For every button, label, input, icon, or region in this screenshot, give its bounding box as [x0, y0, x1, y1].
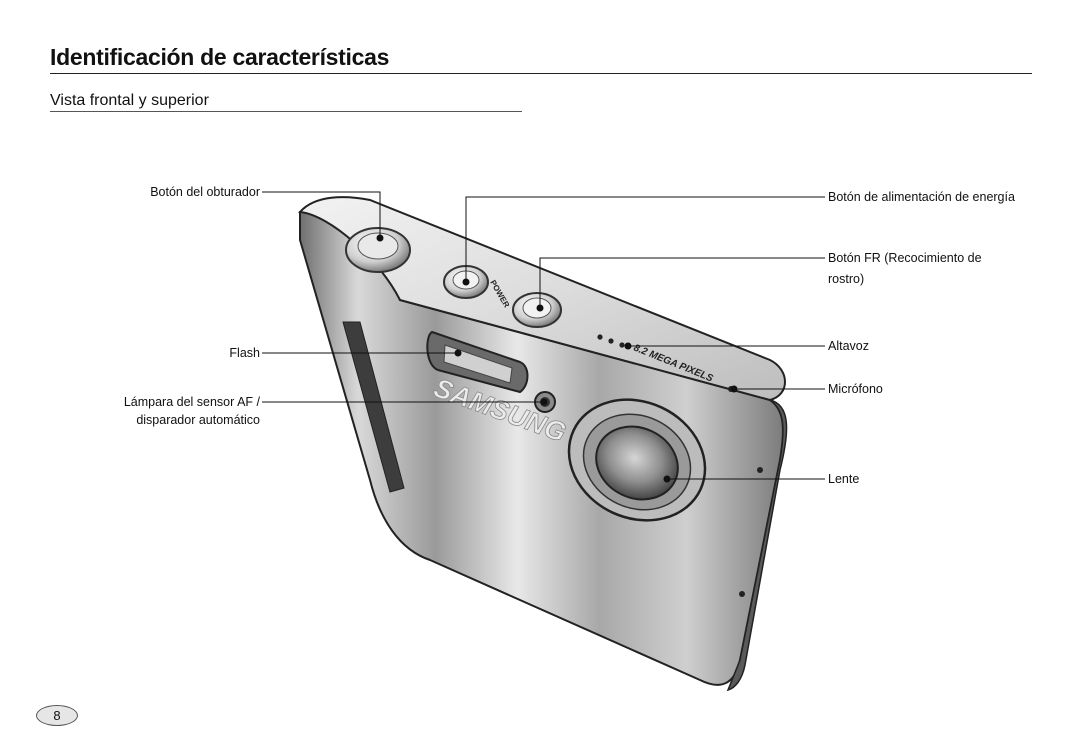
title-rule	[50, 73, 1032, 74]
lens-label: Lente	[828, 472, 860, 486]
shutter-button-label: Botón del obturador	[150, 185, 260, 199]
subtitle-rule	[50, 111, 522, 112]
af-lamp-label-line1: Lámpara del sensor AF /	[123, 395, 260, 409]
page-number-badge: 8	[36, 705, 78, 726]
grip-groove	[342, 321, 405, 493]
af-lamp-label-line2: disparador automático	[136, 413, 260, 427]
flash-label: Flash	[229, 346, 260, 360]
fr-button-label-line2: rostro)	[828, 272, 865, 286]
page-title: Identificación de características	[50, 44, 390, 70]
fr-button-label-line1: Botón FR (Recocimiento de	[828, 251, 982, 265]
speaker-label: Altavoz	[828, 339, 869, 353]
power-button-label: Botón de alimentación de energía	[828, 190, 1015, 204]
section-subtitle: Vista frontal y superior	[50, 92, 209, 109]
camera-side-edge	[726, 399, 788, 692]
lens-icon	[595, 425, 679, 501]
microphone-label: Micrófono	[828, 382, 883, 396]
